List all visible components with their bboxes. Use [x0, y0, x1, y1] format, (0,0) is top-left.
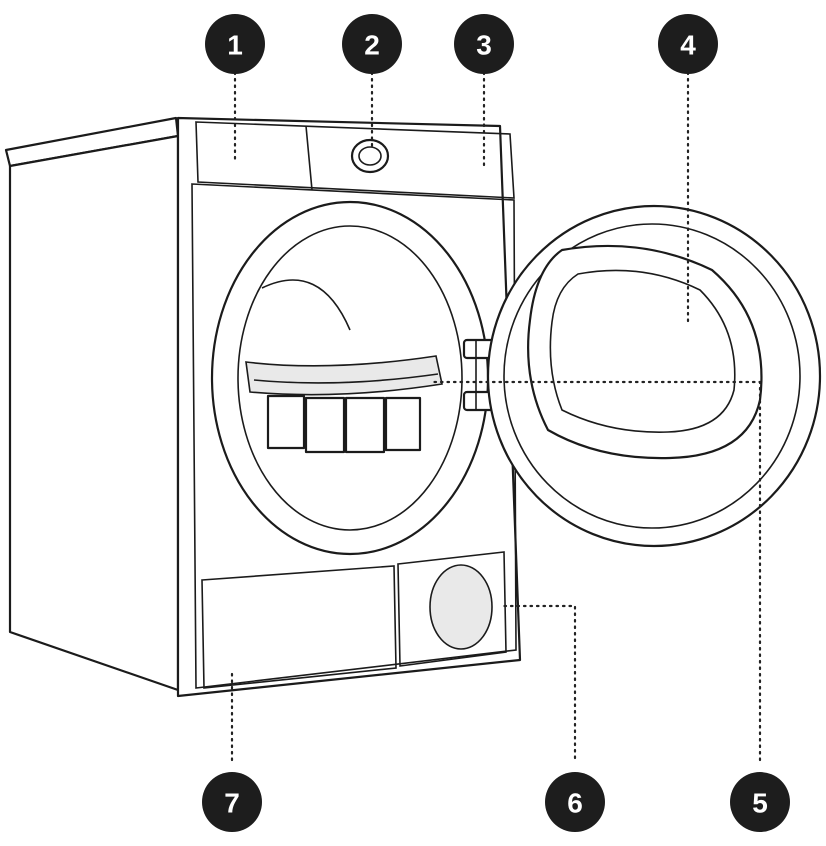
callout-3: 3: [454, 14, 514, 74]
callout-2: 2: [342, 14, 402, 74]
door: [486, 204, 822, 548]
heat-exchanger-panel: [397, 551, 507, 667]
callout-7-label: 7: [224, 788, 240, 819]
program-knob: [350, 138, 390, 174]
callout-2-label: 2: [364, 30, 380, 61]
callout-4: 4: [658, 14, 718, 74]
callout-7: 7: [202, 772, 262, 832]
callout-5-label: 5: [752, 788, 768, 819]
callout-5: 5: [730, 772, 790, 832]
lint-filter: [245, 355, 443, 454]
callout-1: 1: [205, 14, 265, 74]
callout-4-label: 4: [680, 30, 696, 61]
callout-1-label: 1: [227, 30, 243, 61]
callout-3-label: 3: [476, 30, 492, 61]
callout-6: 6: [545, 772, 605, 832]
leader-lines: [230, 64, 762, 762]
water-tank-drawer: [201, 565, 397, 689]
callout-6-label: 6: [567, 788, 583, 819]
